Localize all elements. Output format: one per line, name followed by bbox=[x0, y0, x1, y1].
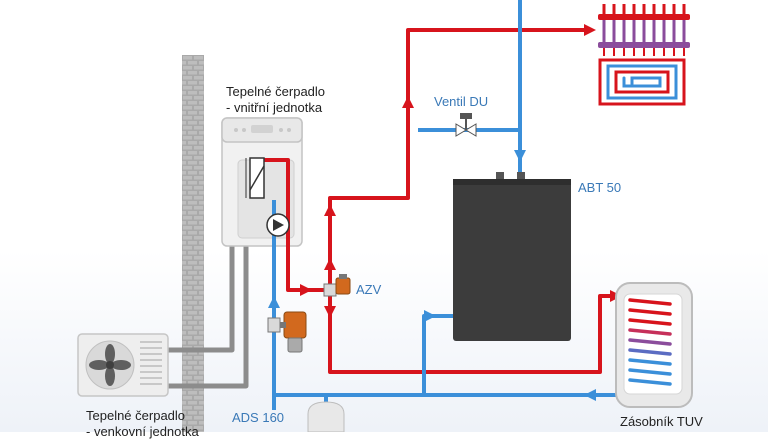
brick-wall bbox=[182, 55, 204, 432]
abt-50-tank bbox=[453, 172, 571, 341]
tuv-label: Zásobník TUV bbox=[620, 414, 703, 429]
underfloor-heating-icon bbox=[598, 4, 690, 106]
indoor-unit-label-line2: - vnitřní jednotka bbox=[226, 100, 323, 115]
valve-icon bbox=[455, 113, 477, 137]
heat-exchanger-icon bbox=[245, 157, 265, 199]
azv-valve-icon bbox=[323, 274, 351, 297]
hot-water-tank-icon bbox=[615, 282, 693, 408]
expansion-vessel-icon bbox=[307, 401, 345, 432]
filter-icon bbox=[267, 311, 307, 353]
pump-icon bbox=[266, 213, 290, 237]
abt-50-label: ABT 50 bbox=[578, 180, 622, 195]
valve-du-label: Ventil DU bbox=[434, 94, 489, 109]
indoor-unit-label-line1: Tepelné čerpadlo bbox=[226, 84, 326, 99]
outdoor-unit-label-line1: Tepelné čerpadlo bbox=[86, 408, 186, 423]
azv-label: AZV bbox=[356, 282, 382, 297]
outdoor-unit bbox=[77, 333, 169, 397]
ads-160-label: ADS 160 bbox=[232, 410, 285, 425]
fan-icon bbox=[89, 344, 131, 386]
